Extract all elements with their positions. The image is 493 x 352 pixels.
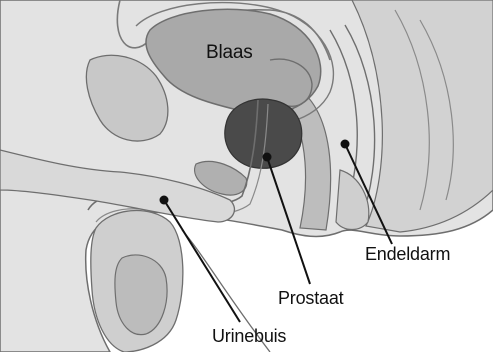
leader-dot-prostate <box>263 153 272 162</box>
leader-dot-rectum <box>341 140 350 149</box>
label-rectum: Endeldarm <box>365 244 450 265</box>
label-bladder: Blaas <box>206 42 253 64</box>
label-prostate: Prostaat <box>278 288 343 309</box>
leader-dot-urethra <box>160 196 169 205</box>
testis <box>115 255 167 335</box>
label-urethra: Urinebuis <box>212 326 286 347</box>
